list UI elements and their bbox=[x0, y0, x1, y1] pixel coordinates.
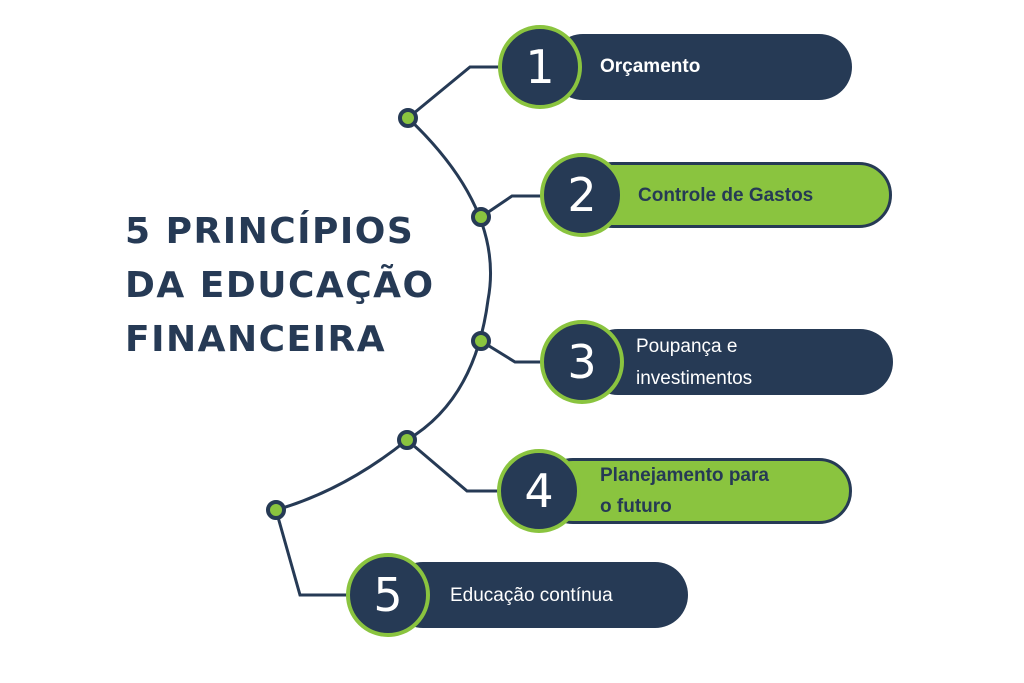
connector-4 bbox=[406, 438, 510, 493]
item-2-label: Controle de Gastos bbox=[638, 185, 814, 206]
item-2-pill bbox=[580, 162, 892, 228]
title-line-2: DA EDUCAÇÃO bbox=[125, 265, 435, 306]
node-dot-5 bbox=[266, 500, 286, 520]
item-1-label: Orçamento bbox=[600, 56, 701, 77]
node-dot-2 bbox=[471, 207, 491, 227]
connector-3 bbox=[480, 339, 550, 364]
title-line-1: 5 PRINCÍPIOS bbox=[125, 211, 415, 252]
item-4-pill bbox=[540, 458, 852, 524]
item-3-label-line-2: investimentos bbox=[636, 368, 753, 389]
diagram-title: 5 PRINCÍPIOS DA EDUCAÇÃO FINANCEIRA bbox=[125, 205, 435, 367]
item-3-label-line-1: Poupança e bbox=[636, 336, 738, 357]
item-4-label-line-2: o futuro bbox=[600, 496, 672, 517]
node-dot-3 bbox=[471, 331, 491, 351]
item-4-label-line-1: Planejamento para bbox=[600, 465, 769, 486]
connector-1 bbox=[407, 65, 510, 120]
connector-5 bbox=[274, 509, 355, 597]
node-dot-4 bbox=[397, 430, 417, 450]
timeline-arc bbox=[275, 116, 493, 512]
item-5-label: Educação contínua bbox=[450, 585, 613, 606]
item-1-number-badge: 1 bbox=[498, 25, 582, 109]
item-3-pill bbox=[585, 329, 893, 395]
item-5-pill bbox=[390, 562, 688, 628]
item-2-number-badge: 2 bbox=[540, 153, 624, 237]
node-dot-1 bbox=[398, 108, 418, 128]
item-5-number-badge: 5 bbox=[346, 553, 430, 637]
title-line-3: FINANCEIRA bbox=[125, 319, 387, 360]
item-4-number-badge: 4 bbox=[497, 449, 581, 533]
item-3-number-badge: 3 bbox=[540, 320, 624, 404]
item-1-pill bbox=[550, 34, 852, 100]
connector-2 bbox=[480, 194, 550, 219]
